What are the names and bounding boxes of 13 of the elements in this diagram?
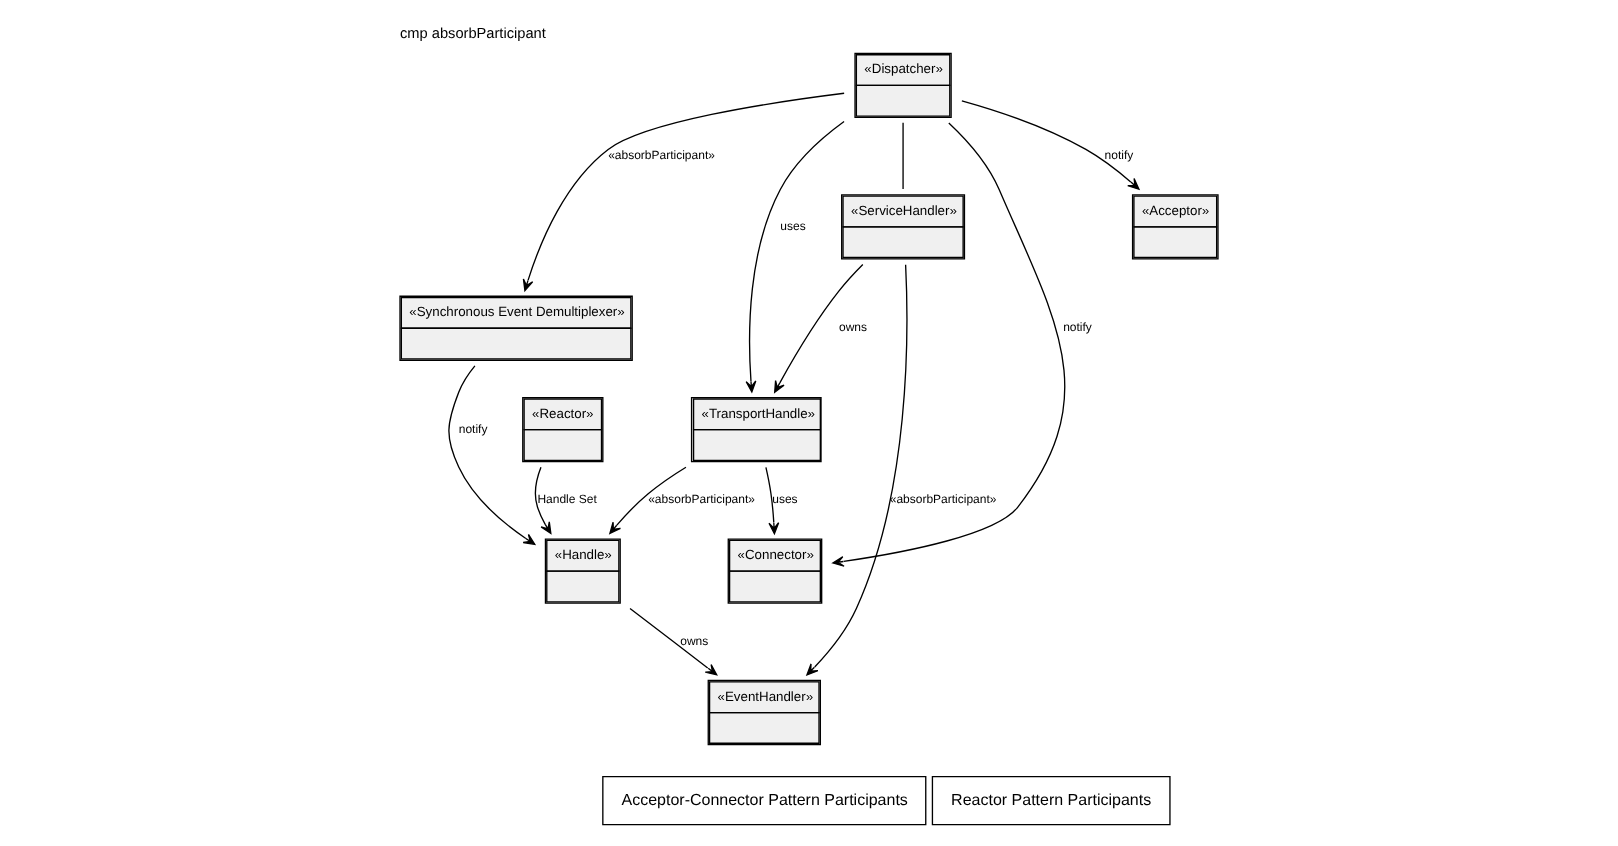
connector <box>902 122 904 190</box>
arrow <box>961 100 1140 190</box>
arrow <box>774 263 864 393</box>
arrow <box>832 122 1066 567</box>
arrow <box>745 120 845 393</box>
arrow <box>448 365 536 545</box>
arrow <box>522 92 845 292</box>
arrow <box>765 466 780 535</box>
diagram-title: cmp absorbParticipant <box>400 24 546 43</box>
arrow <box>609 466 687 535</box>
arrow <box>629 607 718 676</box>
arrow <box>806 264 908 676</box>
arrow <box>534 466 552 535</box>
